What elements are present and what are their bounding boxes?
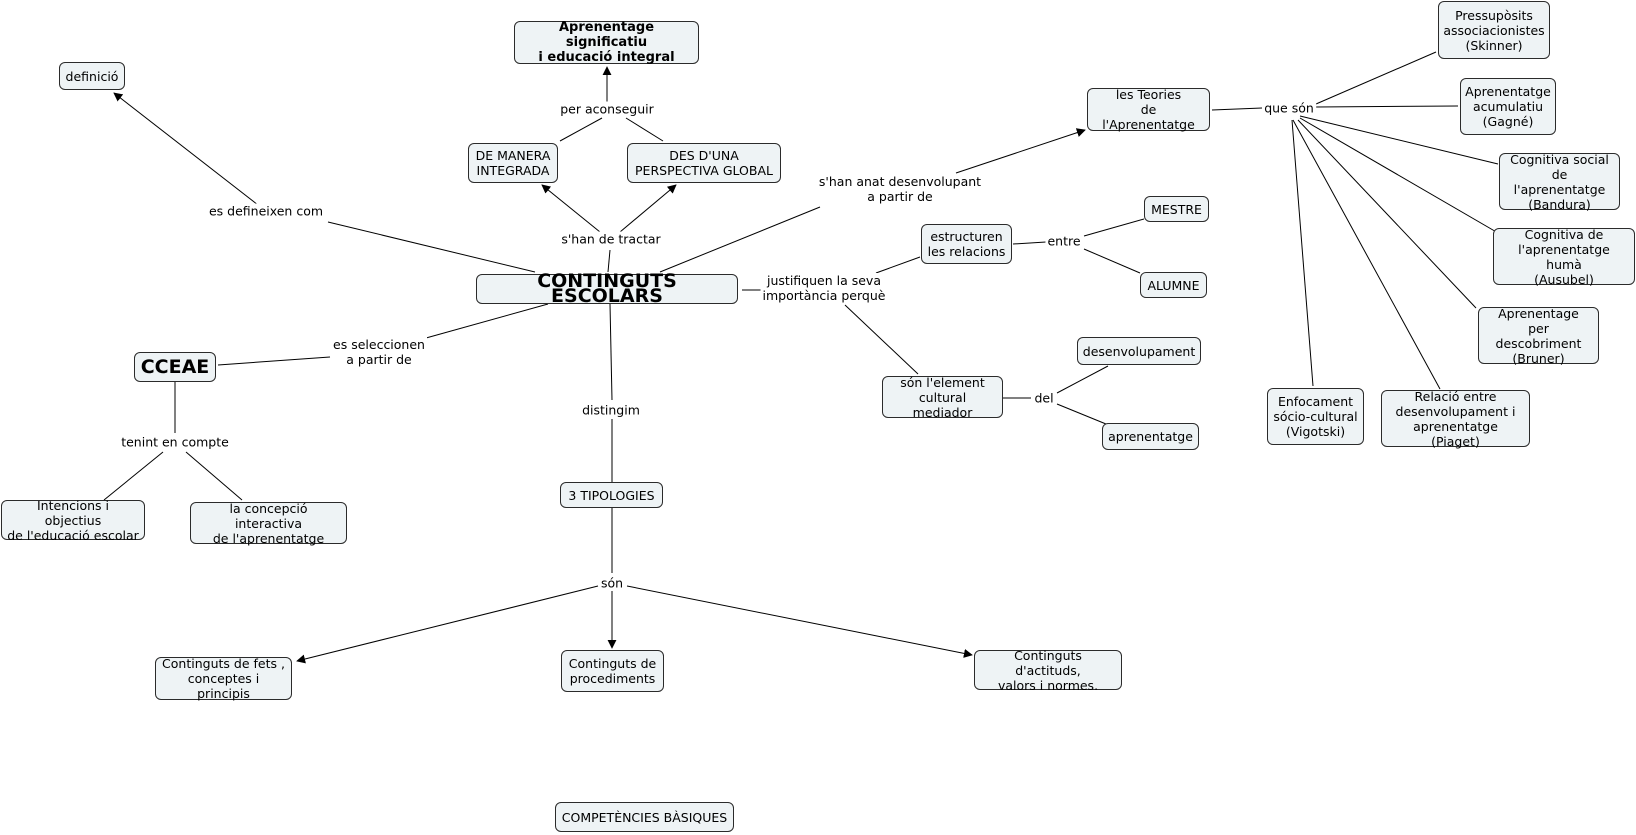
concept-acumulatiu-gagne[interactable]: Aprenentatge acumulatiu (Gagné) xyxy=(1460,78,1556,135)
link-shan-anat-desenvolupant: s'han anat desenvolupant a partir de xyxy=(816,174,984,204)
concept-concepcio-interactiva[interactable]: la concepció interactiva de l'aprenentat… xyxy=(190,501,347,546)
link-es-defineixen-com: es defineixen com xyxy=(206,203,326,219)
link-shan-de-tractar: s'han de tractar xyxy=(559,231,663,247)
concept-cceae[interactable]: CCEAE xyxy=(134,352,216,382)
concept-mestre[interactable]: MESTRE xyxy=(1144,196,1209,222)
concept-element-cultural[interactable]: són l'element cultural mediador xyxy=(882,375,1003,420)
concept-continguts-actituds[interactable]: Continguts d'actituds, valors i normes. xyxy=(974,648,1122,693)
concept-intencions-objectius[interactable]: Intencions i objectius de l'educació esc… xyxy=(1,498,145,543)
concept-competencies-basiques[interactable]: COMPETÈNCIES BÀSIQUES xyxy=(555,802,734,832)
concept-continguts-fets[interactable]: Continguts de fets , conceptes i princip… xyxy=(155,656,292,701)
concept-de-manera-integrada[interactable]: DE MANERA INTEGRADA xyxy=(468,143,558,183)
link-es-seleccionen: es seleccionen a partir de xyxy=(331,337,427,367)
concept-estructuren-relacions[interactable]: estructuren les relacions xyxy=(921,224,1012,264)
link-distingim: distingim xyxy=(580,402,642,418)
concept-perspectiva-global[interactable]: DES D'UNA PERSPECTIVA GLOBAL xyxy=(627,143,781,183)
link-tenint-en-compte: tenint en compte xyxy=(119,434,231,450)
concept-cognitiva-bandura[interactable]: Cognitiva social de l'aprenentatge (Band… xyxy=(1499,152,1620,212)
concept-definicio[interactable]: definició xyxy=(59,62,125,90)
concept-aprenentage-significatiu[interactable]: Aprenentage significatiu i educació inte… xyxy=(514,20,699,65)
concept-continguts-procediments[interactable]: Continguts de procediments xyxy=(561,650,664,692)
link-per-aconseguir: per aconseguir xyxy=(558,101,656,117)
concept-pressuposits-skinner[interactable]: Pressupòsits associacionistes (Skinner) xyxy=(1438,1,1550,59)
link-del: del xyxy=(1032,390,1056,406)
concept-continguts-escolars[interactable]: CONTINGUTS ESCOLARS xyxy=(476,272,738,306)
concept-descobriment-bruner[interactable]: Aprenentage per descobriment (Bruner) xyxy=(1478,306,1599,366)
link-justifiquen: justifiquen la seva importància perquè xyxy=(760,273,888,303)
link-son: són xyxy=(598,575,626,591)
concept-desenvolupament[interactable]: desenvolupament xyxy=(1077,337,1201,365)
concept-teories-aprenentatge[interactable]: les Teories de l'Aprenentatge xyxy=(1087,87,1210,132)
concept-aprenentatge[interactable]: aprenentatge xyxy=(1102,423,1199,450)
concept-cognitiva-ausubel[interactable]: Cognitiva de l'aprenentatge humà (Ausube… xyxy=(1493,227,1635,287)
concept-3-tipologies[interactable]: 3 TIPOLOGIES xyxy=(560,482,663,508)
concept-relacio-piaget[interactable]: Relació entre desenvolupament i aprenent… xyxy=(1381,389,1530,449)
link-que-son: que són xyxy=(1262,100,1316,116)
concept-enfocament-vigotski[interactable]: Enfocament sócio-cultural (Vigotski) xyxy=(1267,388,1364,445)
link-entre: entre xyxy=(1045,233,1083,249)
concept-alumne[interactable]: ALUMNE xyxy=(1140,272,1207,298)
